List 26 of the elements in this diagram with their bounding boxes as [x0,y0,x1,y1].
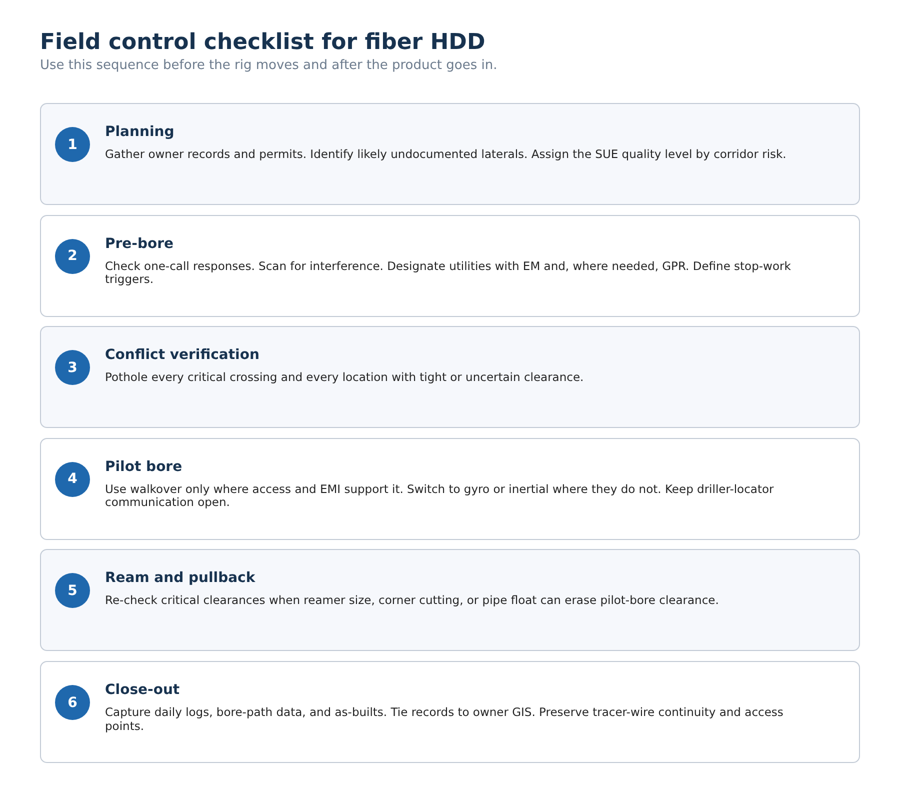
step-description: Use walkover only where access and EMI support it. Switch to gyro or inertial where they do not. Keep driller-locator communication open. [105,482,775,510]
step-heading: Close-out [105,682,180,698]
step-number-circle: 3 [55,350,90,386]
step-description: Re-check critical clearances when reamer size, corner cutting, or pipe float can erase pilot-bore clearance. [105,594,720,608]
step-description: Check one-call responses. Scan for interference. Designate utilities with EM and, where needed, GPR. Define stop-work triggers. [105,260,792,287]
step-number-circle: 4 [55,462,90,497]
step-card [40,438,860,540]
step-description: Capture daily logs, bore-path data, and as-builts. Tie records to owner GIS. Preserve tracer-wire continuity and access points. [105,706,784,733]
step-card [40,326,860,428]
step-card [40,549,860,652]
step-card [40,214,860,317]
step-heading: Ream and pullback [105,570,256,586]
step-description: Gather owner records and permits. Identify likely undocumented laterals. Assign the SUE quality level by corridor risk. [105,148,788,162]
step-number-circle: 6 [55,685,90,720]
step-card [40,103,860,205]
step-description: Pothole every critical crossing and every location with tight or uncertain clearance. [105,371,585,385]
step-heading: Conflict verification [105,347,260,364]
step-number-circle: 1 [55,127,90,162]
step-heading: Pilot bore [105,458,182,475]
step-heading: Pre-bore [105,236,174,252]
diagram-title: Field control checklist for fiber HDD [40,30,486,55]
step-card [40,661,860,763]
step-heading: Planning [105,124,174,140]
step-number-circle: 2 [55,238,90,274]
subtitle-note: Use this sequence before the rig moves and after the product goes in. [40,58,498,73]
step-number-circle: 5 [55,573,90,608]
